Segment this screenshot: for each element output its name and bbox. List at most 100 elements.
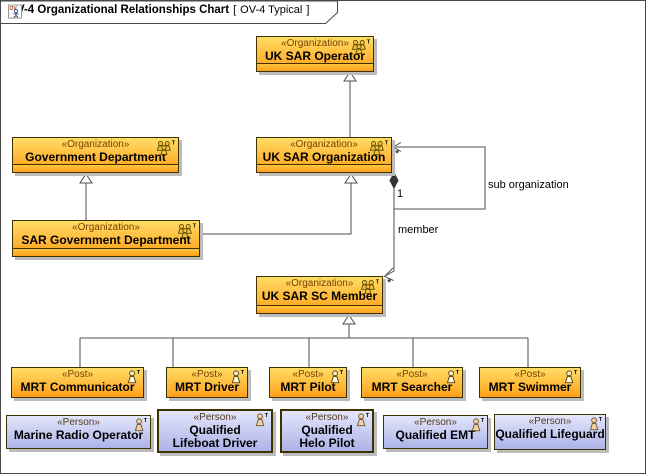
node-name: MRT Driver [174,380,239,394]
svg-text:T: T [385,140,389,146]
node-name: UK SAR Organization [262,150,386,164]
svg-text:T: T [376,279,380,285]
node-mrt-searcher[interactable]: «Post» MRT Searcher T [361,367,463,398]
node-name: Qualified EMT [395,428,476,442]
svg-text:T: T [137,370,141,376]
empty-compartment [13,248,199,256]
person-icon: T [589,417,603,431]
node-mrt-communicator[interactable]: «Post» MRT Communicator T [11,367,144,398]
ov4-diagram-icon: OV [8,4,22,19]
svg-text:T: T [456,370,460,376]
svg-text:T: T [172,140,176,146]
stereotype-label: «Post» [61,369,94,380]
frame-bracket-close: ] [306,4,310,16]
node-name: Marine Radio Operator [13,428,144,442]
organization-group-icon: T [360,279,380,294]
generalization-sargov-to-govdept[interactable] [79,173,93,220]
stereotype-label: «Organization» [72,222,140,233]
multiplicity-member-source: 1 [397,188,404,200]
node-name: MRT Pilot [280,380,336,394]
multiplicity-suborg-target: * [395,148,400,160]
node-marine-radio-operator[interactable]: «Person» Marine Radio Operator T [6,415,151,449]
edge-label-sub-organization: sub organization [488,179,569,191]
node-name-line1: Qualified [301,423,353,437]
node-qualified-emt[interactable]: «Person» Qualified EMT T [383,415,488,449]
svg-text:OV: OV [10,6,18,12]
svg-text:T: T [366,413,370,419]
node-name: Qualified Lifeguard [495,427,605,441]
stereotype-label: «Organization» [285,278,354,289]
diagram-title: OV-4 Organizational Relationships Chart [8,4,230,16]
stereotype-label: «Organization» [281,38,349,49]
node-name: UK SAR SC Member [261,289,378,303]
stereotype-label: «Person» [57,417,100,428]
person-icon: T [471,418,485,432]
organization-group-icon: T [156,140,176,155]
edge-label-member: member [398,224,439,236]
node-qualified-lifeguard[interactable]: «Person» Qualified Lifeguard T [494,414,606,450]
node-uk-sar-sc-member[interactable]: «Organization» UK SAR SC Member T [256,276,383,314]
association-member[interactable] [383,171,399,281]
stereotype-label: «Post» [514,369,546,380]
node-mrt-driver[interactable]: «Post» MRT Driver T [166,367,248,398]
node-name-line2: Lifeboat Driver [172,436,258,450]
empty-compartment [13,164,178,172]
node-qualified-lifeboat-driver[interactable]: «Person» Qualified Lifeboat Driver T [157,409,273,453]
stereotype-label: «Organization» [290,139,358,150]
svg-text:T: T [193,223,197,229]
node-name-line2: Helo Pilot [299,436,355,450]
node-sar-government-department[interactable]: «Organization» SAR Government Department… [12,220,200,257]
node-name: MRT Swimmer [488,380,572,394]
post-person-icon: T [564,370,578,384]
organization-group-icon: T [177,223,197,238]
node-mrt-swimmer[interactable]: «Post» MRT Swimmer T [479,367,581,398]
svg-text:T: T [144,418,148,424]
node-uk-sar-organization[interactable]: «Organization» UK SAR Organization T [256,137,392,173]
svg-text:T: T [574,370,578,376]
diagram-frame-tab: OV-4 Organizational Relationships Chart … [1,1,339,24]
svg-text:T: T [481,418,485,424]
svg-text:T: T [340,370,344,376]
stereotype-label: «Organization» [61,139,130,150]
svg-text:T: T [241,370,245,376]
stereotype-label: «Person» [305,412,349,423]
svg-text:T: T [367,39,371,45]
node-government-department[interactable]: «Organization» Government Department T [12,137,179,173]
generalization-uksarorg-to-operator[interactable] [343,71,357,137]
stereotype-label: «Person» [414,417,457,428]
person-icon: T [134,418,148,432]
post-person-icon: T [446,370,460,384]
generalization-posts-to-scmember[interactable] [79,314,529,367]
node-name: MRT Searcher [371,380,453,394]
stereotype-label: «Post» [396,369,428,380]
association-sub-organization[interactable] [391,142,486,210]
organization-group-icon: T [351,39,371,54]
empty-compartment [257,305,382,313]
node-name: MRT Communicator [20,380,135,394]
node-name-line1: Qualified [189,423,241,437]
generalization-sargov-to-uksarorg[interactable] [200,173,358,235]
person-icon: T [356,413,370,427]
svg-text:T: T [599,417,603,423]
person-icon: T [255,413,269,427]
multiplicity-member-target: * [387,277,392,289]
empty-compartment [257,164,391,172]
empty-compartment [257,63,373,71]
node-name: UK SAR Operator [264,49,365,63]
frame-context-label: OV-4 Typical [240,4,303,16]
stereotype-label: «Post» [292,369,324,380]
stereotype-label: «Person» [193,412,237,423]
stereotype-label: «Post» [191,369,223,380]
node-mrt-pilot[interactable]: «Post» MRT Pilot T [269,367,347,398]
node-qualified-helo-pilot[interactable]: «Person» Qualified Helo Pilot T [280,409,374,453]
stereotype-label: «Person» [528,416,572,427]
post-person-icon: T [231,370,245,384]
svg-text:T: T [265,413,269,419]
post-person-icon: T [330,370,344,384]
post-person-icon: T [127,370,141,384]
node-name: SAR Government Department [21,233,191,247]
node-uk-sar-operator[interactable]: «Organization» UK SAR Operator T [256,36,374,72]
node-name: Government Department [25,150,166,164]
